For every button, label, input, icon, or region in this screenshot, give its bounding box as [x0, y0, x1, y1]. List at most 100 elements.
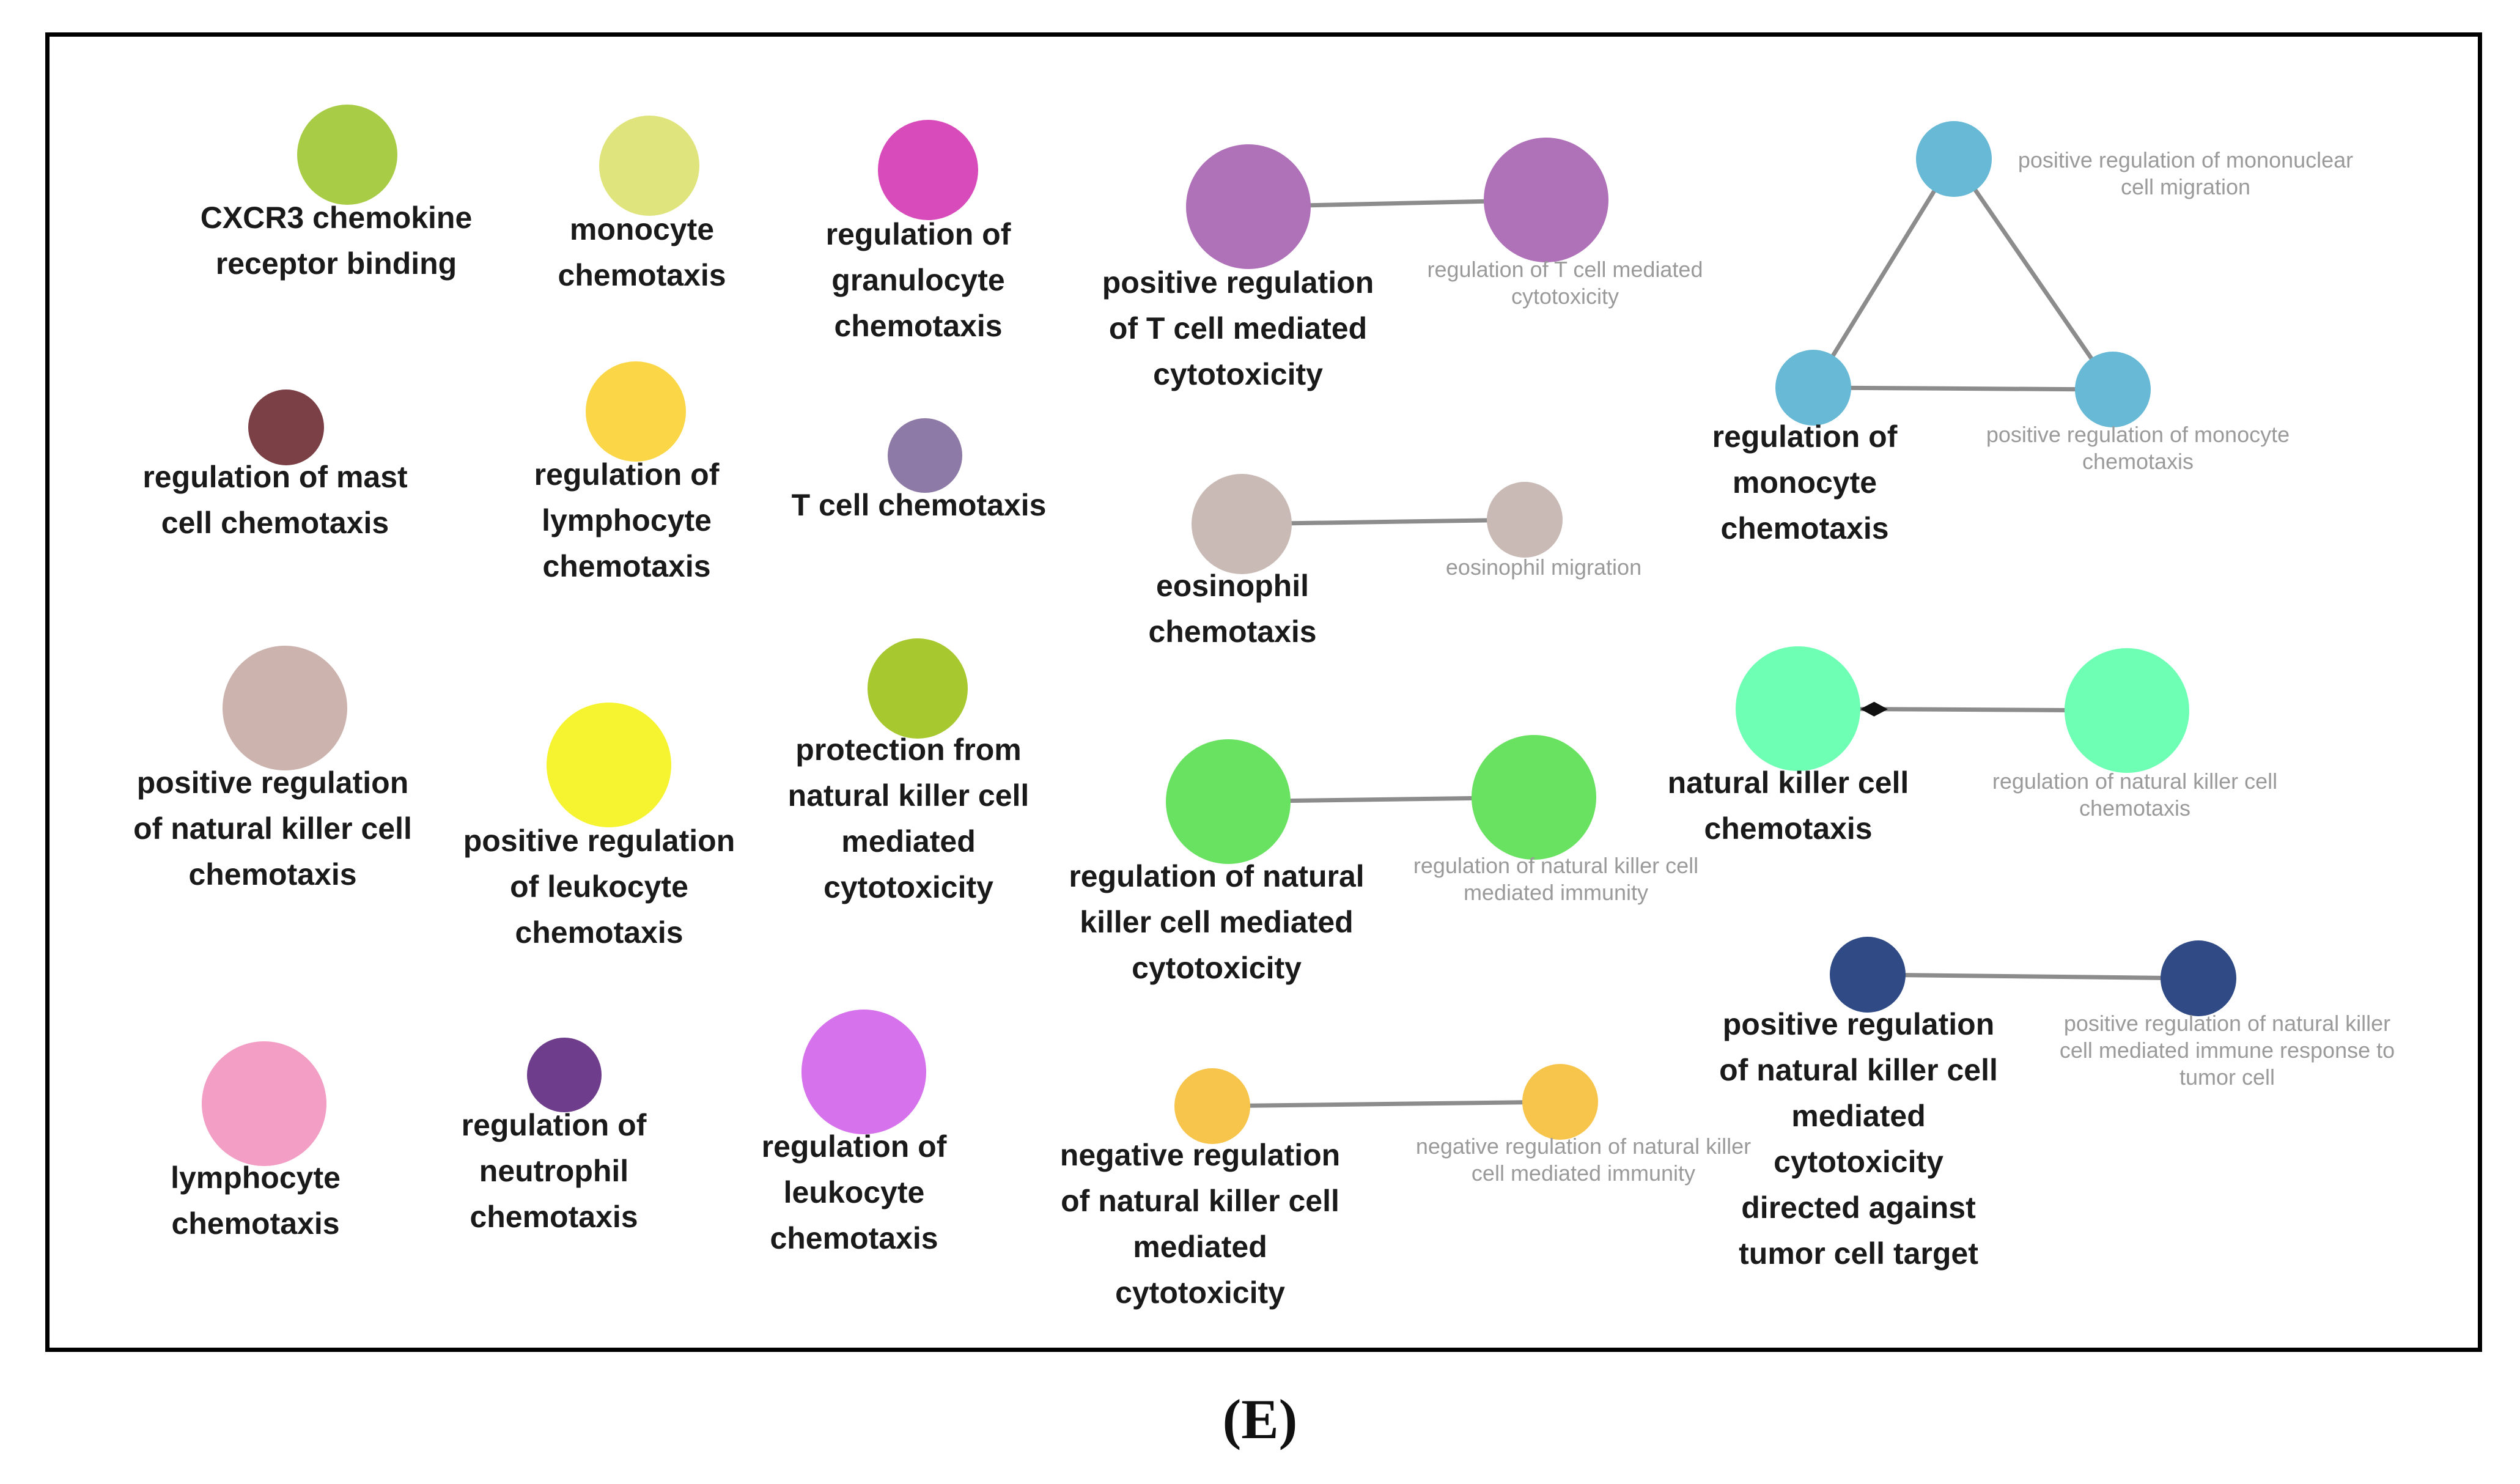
- node-granulo[interactable]: [878, 120, 978, 220]
- edge-arrowhead-nkchemo: [1860, 701, 1888, 717]
- node-label-line: chemotaxis: [558, 258, 726, 292]
- node-label-line: mediated: [841, 824, 976, 858]
- node-regT[interactable]: [1484, 138, 1608, 262]
- panel-letter: (E): [1222, 1388, 1298, 1450]
- node-label-line: CXCR3 chemokine: [201, 201, 473, 235]
- node-regmono[interactable]: [1775, 350, 1851, 426]
- node-mast[interactable]: [248, 389, 324, 465]
- node-eos[interactable]: [1192, 474, 1292, 574]
- node-label-line: of T cell mediated: [1109, 311, 1367, 345]
- node-label-line: cytotoxicity: [823, 870, 993, 904]
- node-label-line: granulocyte: [831, 263, 1004, 297]
- node-label-line: lymphocyte: [542, 503, 712, 537]
- node-label-regmono: regulation of monocyte chemotaxis: [1712, 419, 1898, 545]
- node-label-line: eosinophil migration: [1446, 555, 1641, 580]
- node-label-line: chemotaxis: [770, 1221, 938, 1255]
- node-label-line: directed against: [1741, 1191, 1976, 1225]
- node-label-line: positive regulation: [137, 766, 409, 800]
- node-label-line: regulation of mast: [142, 460, 408, 494]
- node-label-line: positive regulation: [1723, 1007, 1995, 1041]
- node-protect[interactable]: [868, 638, 968, 739]
- node-nkcyto[interactable]: [1166, 739, 1291, 864]
- node-negnkimm[interactable]: [1522, 1064, 1598, 1140]
- node-label-line: T cell chemotaxis: [792, 488, 1047, 522]
- node-label-line: negative regulation of natural killer: [1416, 1134, 1751, 1159]
- node-lymphreg[interactable]: [586, 361, 686, 462]
- node-posleuk[interactable]: [547, 703, 671, 827]
- node-nkimm[interactable]: [1472, 735, 1596, 860]
- nodes-layer: [202, 105, 2236, 1166]
- node-label-line: chemotaxis: [1720, 511, 1888, 545]
- node-label-tcell: T cell chemotaxis: [792, 488, 1047, 522]
- node-label-line: regulation of natural killer cell: [1413, 853, 1698, 878]
- node-label-line: cell migration: [2121, 174, 2250, 199]
- node-neutro[interactable]: [527, 1038, 602, 1112]
- node-label-line: chemotaxis: [188, 857, 356, 892]
- node-label-line: regulation of: [534, 457, 720, 492]
- node-label-line: positive regulation of monocyte: [1986, 422, 2290, 447]
- node-label-line: of leukocyte: [510, 869, 688, 904]
- node-regnkchemo[interactable]: [2065, 648, 2189, 773]
- node-label-lymph: lymphocyte chemotaxis: [171, 1161, 341, 1241]
- node-posT[interactable]: [1186, 144, 1311, 269]
- node-label-line: monocyte: [1733, 465, 1877, 500]
- node-label-line: chemotaxis: [171, 1206, 339, 1241]
- node-posnkimmtumor[interactable]: [2161, 940, 2236, 1016]
- node-label-line: receptor binding: [216, 246, 457, 281]
- network-frame: [45, 32, 2482, 1352]
- node-label-line: regulation of natural: [1069, 859, 1364, 893]
- node-label-line: mediated immunity: [1464, 880, 1648, 905]
- node-posnktumor[interactable]: [1830, 937, 1906, 1013]
- node-negnk[interactable]: [1174, 1068, 1250, 1144]
- node-label-line: cytotoxicity: [1153, 357, 1323, 391]
- node-label-cxcr3: CXCR3 chemokine receptor binding: [201, 201, 473, 281]
- node-label-line: regulation of T cell mediated: [1428, 257, 1703, 282]
- node-posmono[interactable]: [2075, 352, 2151, 427]
- node-label-line: regulation of: [1712, 419, 1898, 454]
- node-label-line: chemotaxis: [470, 1200, 638, 1234]
- node-label-line: tumor cell target: [1739, 1236, 1978, 1271]
- edge-posnktumor-posnkimmtumor: [1867, 972, 2199, 981]
- node-cxcr3[interactable]: [297, 105, 397, 205]
- edge-mononuc-regmono: [1811, 158, 1956, 389]
- node-mono[interactable]: [599, 116, 699, 216]
- node-label-line: regulation of: [762, 1129, 947, 1164]
- node-label-line: chemotaxis: [542, 549, 710, 583]
- node-nkchemo[interactable]: [1736, 646, 1860, 771]
- node-label-line: positive regulation of natural killer: [2064, 1011, 2390, 1036]
- node-label-line: of natural killer cell: [1061, 1184, 1339, 1218]
- node-eosmig[interactable]: [1487, 482, 1563, 558]
- node-label-line: chemotaxis: [2082, 449, 2194, 474]
- node-label-line: chemotaxis: [1148, 615, 1316, 649]
- node-leukreg[interactable]: [801, 1010, 926, 1134]
- edges-layer: [1212, 158, 2199, 1109]
- node-label-line: mediated: [1791, 1099, 1926, 1133]
- node-label-line: leukocyte: [784, 1175, 925, 1209]
- node-label-line: lymphocyte: [171, 1161, 341, 1195]
- node-label-line: regulation of natural killer cell: [1992, 769, 2277, 794]
- node-posnk[interactable]: [223, 646, 347, 770]
- node-label-line: of natural killer cell: [1719, 1053, 1998, 1087]
- node-mononuc[interactable]: [1916, 121, 1992, 197]
- node-label-line: chemotaxis: [515, 915, 683, 950]
- node-label-leukreg: regulation of leukocyte chemotaxis: [762, 1129, 947, 1255]
- node-label-line: natural killer cell: [1668, 766, 1909, 800]
- node-tcell[interactable]: [888, 418, 962, 493]
- node-label-line: regulation of: [462, 1108, 647, 1142]
- edge-negnk-negnkimm: [1212, 1099, 1561, 1109]
- node-lymph[interactable]: [202, 1041, 326, 1166]
